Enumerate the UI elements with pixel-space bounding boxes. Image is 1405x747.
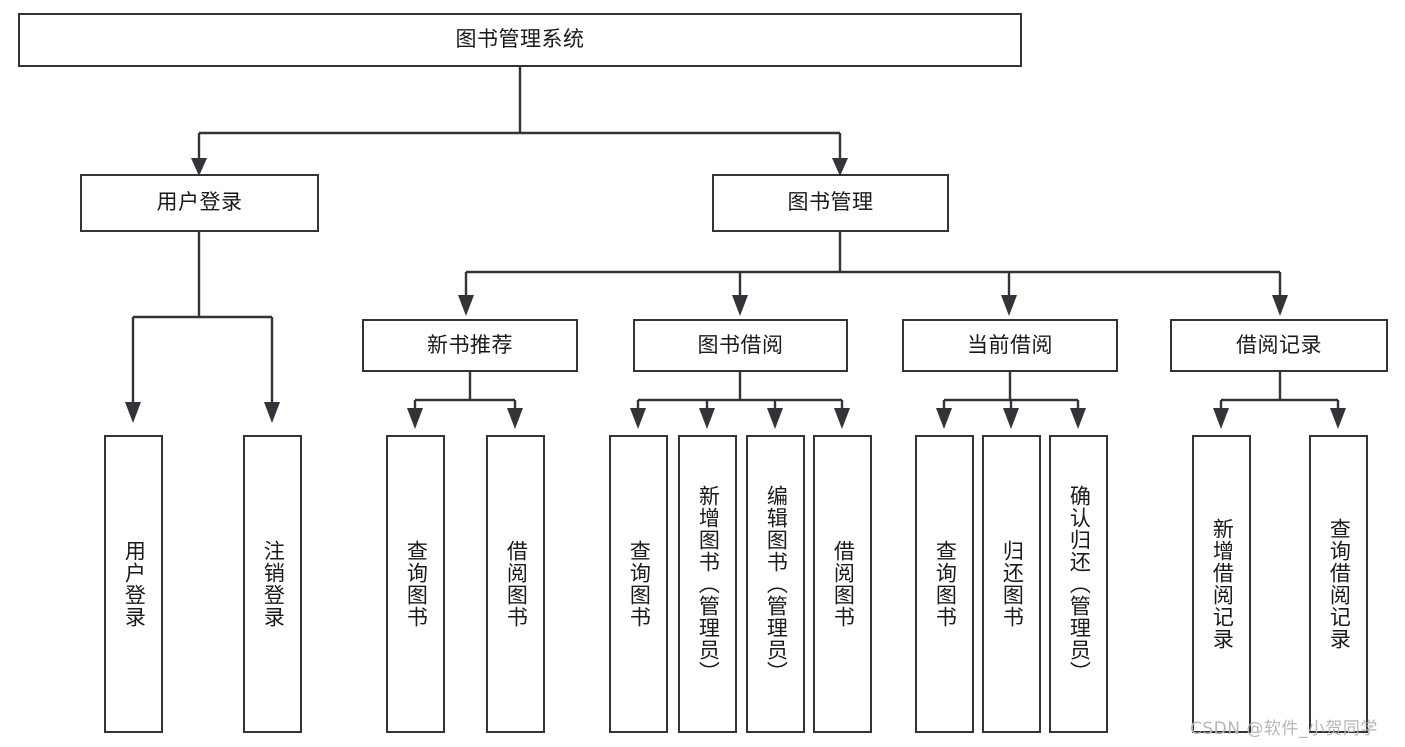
csdn-watermark: CSDN @软件_小贺同学 <box>1190 719 1378 739</box>
node-label: 借阅图书 <box>831 540 856 628</box>
leaf-new-book-query-book[interactable]: 查询图书 <box>386 435 445 733</box>
node-label: 确认归还（管理员） <box>1067 485 1092 683</box>
leaf-new-book-borrow-book[interactable]: 借阅图书 <box>486 435 545 733</box>
node-label: 图书借阅 <box>697 332 784 357</box>
node-label: 用户登录 <box>156 190 243 215</box>
leaf-current-borrow-confirm-return-admin[interactable]: 确认归还（管理员） <box>1049 435 1108 733</box>
leaf-borrow-record-add-record[interactable]: 新增借阅记录 <box>1192 435 1251 733</box>
node-label: 用户登录 <box>122 540 147 628</box>
node-label: 新书推荐 <box>427 332 513 357</box>
node-label: 借阅记录 <box>1236 332 1322 357</box>
leaf-user-login-logout[interactable]: 注销登录 <box>243 435 302 733</box>
leaf-user-login-login[interactable]: 用户登录 <box>104 435 163 733</box>
node-label: 新增借阅记录 <box>1210 518 1235 650</box>
node-label: 当前借阅 <box>967 332 1053 357</box>
node-new-book-recommend[interactable]: 新书推荐 <box>362 319 578 372</box>
node-label: 借阅图书 <box>504 540 529 628</box>
node-label: 归还图书 <box>1000 540 1025 628</box>
node-label: 查询借阅记录 <box>1327 518 1352 650</box>
leaf-book-borrow-edit-book-admin[interactable]: 编辑图书（管理员） <box>746 435 805 733</box>
leaf-book-borrow-borrow-book[interactable]: 借阅图书 <box>813 435 872 733</box>
node-borrow-record[interactable]: 借阅记录 <box>1170 319 1388 372</box>
leaf-current-borrow-return-book[interactable]: 归还图书 <box>982 435 1041 733</box>
leaf-current-borrow-query-book[interactable]: 查询图书 <box>915 435 974 733</box>
node-book-borrow[interactable]: 图书借阅 <box>633 319 848 372</box>
node-label: 编辑图书（管理员） <box>764 485 789 683</box>
leaf-book-borrow-query-book[interactable]: 查询图书 <box>609 435 668 733</box>
node-label: 图书管理 <box>787 190 874 215</box>
node-current-borrow[interactable]: 当前借阅 <box>902 319 1118 372</box>
leaf-borrow-record-query-record[interactable]: 查询借阅记录 <box>1309 435 1368 733</box>
node-label: 图书管理系统 <box>455 27 585 52</box>
leaf-book-borrow-add-book-admin[interactable]: 新增图书（管理员） <box>678 435 737 733</box>
node-user-login[interactable]: 用户登录 <box>80 174 319 232</box>
node-label: 新增图书（管理员） <box>696 485 721 683</box>
node-label: 查询图书 <box>627 540 652 628</box>
node-book-management[interactable]: 图书管理 <box>712 174 949 232</box>
node-label: 注销登录 <box>261 540 286 628</box>
node-label: 查询图书 <box>404 540 429 628</box>
node-label: 查询图书 <box>933 540 958 628</box>
node-root-book-management-system[interactable]: 图书管理系统 <box>18 13 1022 67</box>
